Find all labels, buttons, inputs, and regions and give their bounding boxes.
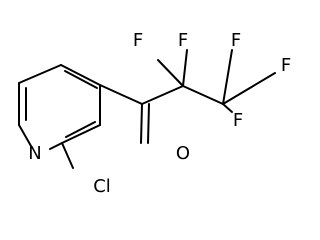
bond-carbonyl-o [140, 103, 143, 144]
bond-carbonyl-o-double [147, 103, 150, 144]
pyridine-ring [18, 64, 101, 150]
bond-n-c1 [49, 142, 63, 150]
atom-o: O [176, 143, 190, 164]
bond-c1-c6-inner [65, 121, 96, 138]
bond-c4-c5 [60, 64, 101, 86]
bond-c1-cl [61, 142, 74, 169]
bond-cf2-cf3 [182, 85, 224, 105]
bond-c4-c5-inner [64, 70, 98, 89]
bond-carbonyl-cf2 [141, 85, 184, 105]
bond-c4-c3 [18, 64, 62, 84]
bond-cf3-f-lower [222, 103, 233, 113]
bond-ring-carbonyl [99, 84, 143, 105]
atom-cl: Cl [93, 176, 111, 197]
atom-f-right: F [281, 55, 291, 76]
bond-cf3-f-top [222, 49, 233, 105]
bond-c2-n [18, 124, 32, 147]
atom-n: N [28, 143, 41, 164]
chemical-structure: F F F F F O N Cl [18, 30, 291, 197]
atom-f-top-mid: F [178, 30, 188, 51]
bond-c1-c6 [61, 124, 101, 144]
bond-cf2-f-top-mid [182, 49, 188, 87]
bond-cf3-f-right [222, 72, 276, 105]
atom-f-top-right: F [231, 30, 241, 51]
atom-f-lower: F [233, 110, 243, 131]
bond-cf2-f-top-left [157, 59, 184, 87]
atom-f-top-left: F [133, 30, 143, 51]
